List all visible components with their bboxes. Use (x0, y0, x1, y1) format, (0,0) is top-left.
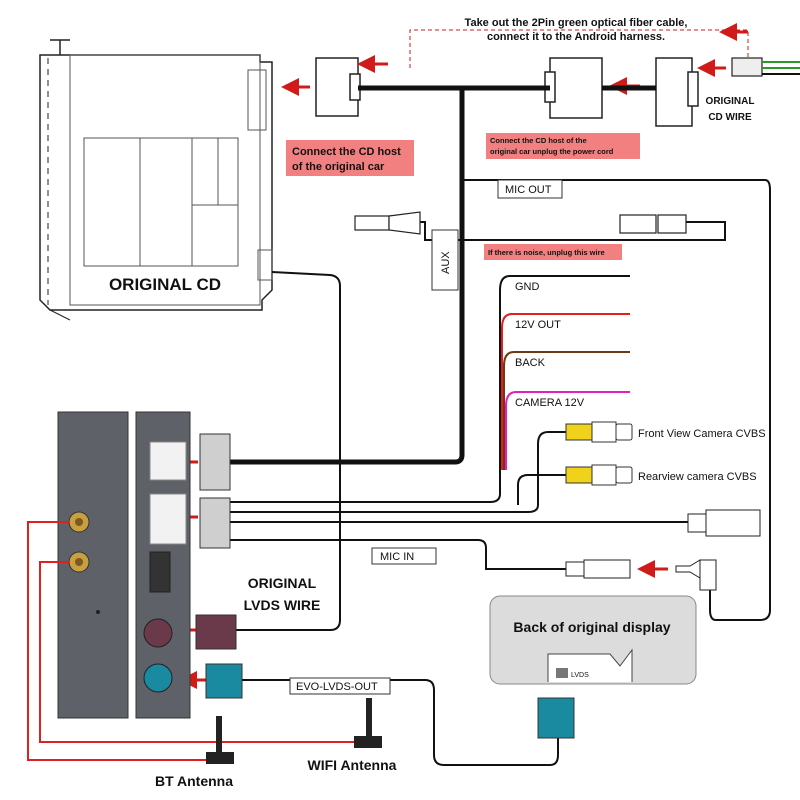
mic-in-plug (565, 559, 631, 579)
connect-cd-host-line2: of the original car (292, 161, 385, 173)
display-back: Back of original display LVDS (489, 595, 697, 685)
android-box-back (135, 411, 191, 719)
main-harness (230, 85, 771, 631)
fiber-plug (731, 57, 800, 77)
camera-wires (230, 431, 566, 513)
original-cd-wire-line2: CD WIRE (708, 112, 752, 123)
connect-cd-host-line1: Connect the CD host (292, 146, 401, 158)
evo-lvds-out-label: EVO-LVDS-OUT (296, 681, 378, 693)
android-box-front (57, 411, 129, 719)
bt-antenna (206, 716, 234, 764)
display-lvds-plug (537, 697, 575, 739)
original-cd-wire-line1: ORIGINAL (706, 96, 755, 107)
cd-host-connector (315, 57, 361, 117)
rear-camera-label: Rearview camera CVBS (638, 471, 757, 483)
usb-plug (687, 509, 761, 537)
noise-note: If there is noise, unplug this wire (488, 248, 605, 257)
mic-jack (675, 559, 717, 591)
mic-out-label: MIC OUT (505, 184, 552, 196)
wifi-antenna (354, 698, 382, 748)
original-cd-label: ORIGINAL CD (109, 275, 221, 294)
aux-plug (354, 211, 421, 235)
front-camera-rca (565, 421, 633, 443)
rear-camera-rca (565, 464, 633, 486)
camera-12v-label: CAMERA 12V (515, 397, 585, 409)
labels: Take out the 2Pin green optical fiber ca… (155, 17, 766, 789)
display-back-label: Back of original display (513, 619, 670, 635)
back-label: BACK (515, 357, 546, 369)
antenna-wires (27, 521, 356, 761)
harness-connector-middle (544, 57, 603, 119)
wifi-antenna-label: WIFI Antenna (308, 757, 397, 773)
bt-antenna-label: BT Antenna (155, 773, 233, 789)
noise-wire-connector (619, 214, 687, 234)
fiber-instruction-line2: connect it to the Android harness. (487, 31, 665, 43)
original-lvds-line2: LVDS WIRE (244, 597, 321, 613)
front-camera-label: Front View Camera CVBS (638, 428, 766, 440)
evo-lvds-plug (205, 663, 243, 699)
power-wires (230, 275, 630, 503)
lvds-port-label: LVDS (571, 672, 589, 679)
harness-plugs (199, 433, 231, 549)
original-lvds-plug (195, 614, 237, 650)
mic-in-label: MIC IN (380, 551, 414, 563)
fiber-instruction-line1: Take out the 2Pin green optical fiber ca… (465, 17, 688, 29)
aux-label: AUX (440, 251, 452, 274)
original-cd-unit: ORIGINAL CD (39, 39, 273, 321)
original-cd-wire-connector (655, 57, 699, 127)
out-12v-label: 12V OUT (515, 319, 561, 331)
unplug-power-line1: Connect the CD host of the (490, 136, 587, 145)
unplug-power-line2: original car unplug the power cord (490, 147, 614, 156)
gnd-label: GND (515, 281, 540, 293)
original-lvds-line1: ORIGINAL (248, 575, 317, 591)
